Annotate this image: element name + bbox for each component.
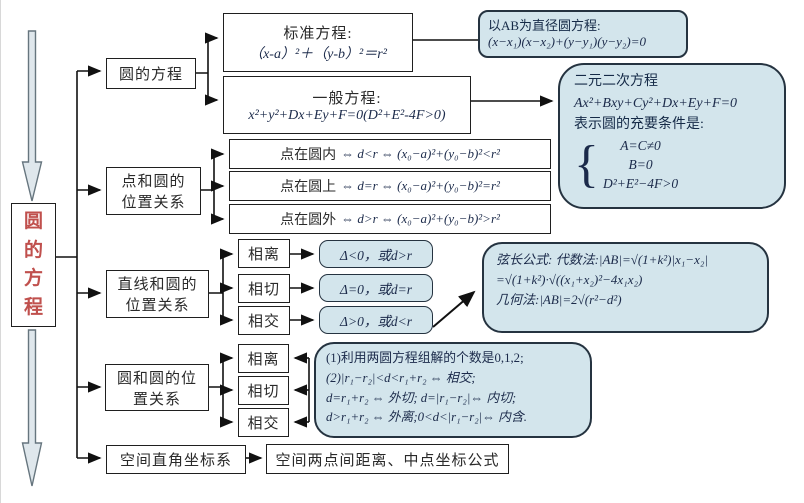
case-intersect-2: 相交 — [238, 408, 289, 437]
node-label-line2: 位置关系 — [125, 298, 190, 314]
condition-2: B=0 — [628, 157, 653, 173]
case-label: 相离 — [247, 352, 280, 368]
chord-line1: 弦长公式: 代数法:|AB|=√(1+k²)|x₁−x₂| — [496, 252, 708, 267]
case-label: 相交 — [247, 416, 280, 432]
root-node: 圆的方程 — [11, 203, 56, 327]
general-title: 一般方程: — [312, 90, 382, 107]
case-intersect: 相交 — [238, 306, 290, 335]
node-label-line1: 直线和圆的 — [117, 277, 198, 293]
two-circles-line3: d=r₁+r₂ ⇔ 外切; d=|r₁−r₂|⇔ 内切; — [326, 390, 517, 405]
diameter-note: 以AB为直径圆方程: (x−x₁)(x−x₂)+(y−y₁)(y−y₂)=0 — [478, 10, 688, 58]
standard-formula: （x-a）²＋（y-b）²＝r² — [249, 47, 387, 62]
chord-length-note: 弦长公式: 代数法:|AB|=√(1+k²)|x₁−x₂| =√(1+k²)·√… — [482, 242, 769, 333]
node-label-line1: 圆和圆的位 — [116, 370, 197, 387]
row-formula: ⇔ d>r ⇔ (x₀−a)²+(y₀−b)²>r² — [341, 211, 500, 226]
two-circles-note: (1)利用两圆方程组解的个数是0,1,2; (2)|r₁−r₂|<d<r₁+r₂… — [314, 342, 592, 438]
standard-equation-box: 标准方程: （x-a）²＋（y-b）²＝r² — [223, 13, 413, 72]
row-formula: ⇔ d<r ⇔ (x₀−a)²+(y₀−b)²<r² — [341, 146, 500, 161]
node-label: 空间直角坐标系 — [119, 453, 232, 469]
root-title: 圆的方程 — [23, 211, 43, 318]
general-formula: x²+y²+Dx+Ey+F=0(D²+E²-4F>0) — [248, 107, 446, 123]
row-formula: ⇔ d=r ⇔ (x₀−a)²+(y₀−b)²=r² — [341, 178, 500, 193]
case-label: 相切 — [247, 282, 280, 298]
point-inside-row: 点在圆内 ⇔ d<r ⇔ (x₀−a)²+(y₀−b)²<r² — [229, 139, 551, 169]
case-tangent-2: 相切 — [238, 376, 289, 405]
case-separate-2: 相离 — [238, 344, 289, 373]
row-label: 点在圆外 — [280, 213, 337, 228]
quadratic-formula: Ax²+Bxy+Cy²+Dx+Ey+F=0 — [574, 95, 738, 111]
node-space-coords: 空间直角坐标系 — [106, 445, 246, 474]
quadratic-conditions: { A=C≠0 B=0 D²+E²−4F>0 — [574, 138, 770, 192]
condition-1: A=C≠0 — [620, 138, 661, 154]
chord-line3: 几何法:|AB|=2√(r²−d²) — [496, 292, 622, 308]
node-circle-equation: 圆的方程 — [106, 58, 196, 89]
node-circle-circle: 圆和圆的位 置关系 — [105, 364, 209, 411]
condition-separate-pill: Δ<0，或d>r — [319, 240, 433, 268]
condition-text: Δ>0，或d<r — [340, 314, 412, 329]
node-point-circle: 点和圆的 位置关系 — [106, 167, 201, 215]
quadratic-note: 二元二次方程 Ax²+Bxy+Cy²+Dx+Ey+F=0 表示圆的充要条件是: … — [558, 63, 786, 209]
diameter-formula: (x−x₁)(x−x₂)+(y−y₁)(y−y₂)=0 — [488, 34, 647, 49]
case-label: 相交 — [247, 314, 280, 330]
case-label: 相离 — [247, 247, 280, 263]
standard-title: 标准方程: — [283, 26, 353, 42]
case-tangent: 相切 — [238, 274, 290, 303]
flow-arrow-bottom — [21, 329, 43, 487]
condition-3: D²+E²−4F>0 — [602, 176, 679, 192]
space-distance-box: 空间两点间距离、中点坐标公式 — [266, 444, 509, 474]
quadratic-line1: 二元二次方程 — [574, 74, 658, 89]
node-label: 圆的方程 — [118, 67, 183, 83]
point-outside-row: 点在圆外 ⇔ d>r ⇔ (x₀−a)²+(y₀−b)²>r² — [229, 204, 551, 234]
brace-glyph: { — [574, 135, 599, 193]
point-on-row: 点在圆上 ⇔ d=r ⇔ (x₀−a)²+(y₀−b)²=r² — [229, 171, 551, 201]
case-label: 相切 — [247, 384, 280, 400]
chord-line2: =√(1+k²)·√((x₁+x₂)²−4x₁x₂) — [496, 272, 643, 288]
row-label: 点在圆上 — [280, 180, 337, 195]
node-label-line2: 置关系 — [132, 391, 181, 408]
two-circles-line1: (1)利用两圆方程组解的个数是0,1,2; — [326, 351, 524, 365]
node-label-line1: 点和圆的 — [121, 174, 186, 190]
condition-intersect-pill: Δ>0，或d<r — [319, 306, 433, 334]
quadratic-line3: 表示圆的充要条件是: — [574, 117, 704, 133]
two-circles-line2: (2)|r₁−r₂|<d<r₁+r₂ ⇔ 相交; — [326, 370, 476, 385]
condition-text: Δ<0，或d>r — [340, 248, 412, 263]
diameter-title: 以AB为直径圆方程: — [488, 18, 601, 33]
case-separate: 相离 — [238, 239, 290, 268]
row-label: 点在圆内 — [280, 148, 337, 163]
node-label-line2: 位置关系 — [121, 195, 186, 211]
two-circles-line4: d>r₁+r₂ ⇔ 外离;0<d<|r₁−r₂|⇔ 内含. — [326, 410, 527, 425]
flow-arrow-top — [21, 30, 43, 202]
condition-tangent-pill: Δ=0，或d=r — [319, 274, 433, 302]
space-distance-label: 空间两点间距离、中点坐标公式 — [275, 452, 500, 469]
general-equation-box: 一般方程: x²+y²+Dx+Ey+F=0(D²+E²-4F>0) — [223, 76, 471, 134]
condition-text: Δ=0，或d=r — [340, 282, 412, 297]
node-line-circle: 直线和圆的 位置关系 — [106, 270, 209, 318]
